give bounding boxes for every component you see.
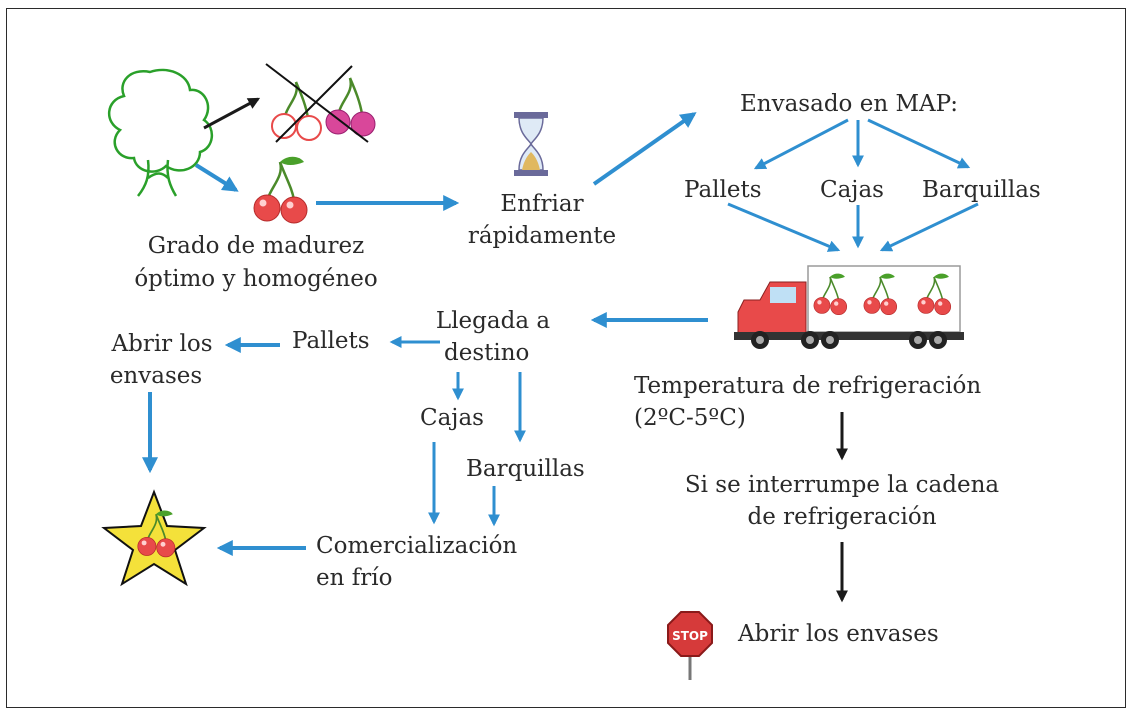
- label-temperatura: Temperatura de refrigeración: [634, 373, 982, 399]
- label-comercializacion: Comercialización: [316, 533, 518, 559]
- stop-sign-icon: STOP: [667, 611, 713, 680]
- label-cajas-top: Cajas: [820, 177, 884, 203]
- label-enfriar-2: rápidamente: [467, 223, 617, 249]
- diagram-frame: [6, 8, 1126, 708]
- label-llegada: Llegada a: [435, 308, 551, 334]
- label-cajas-mid: Cajas: [420, 405, 484, 431]
- label-grado-2: óptimo y homogéneo: [134, 266, 378, 292]
- label-barquillas-mid: Barquillas: [466, 456, 585, 482]
- label-barquillas-top: Barquillas: [922, 177, 1041, 203]
- label-comercializacion-2: en frío: [316, 565, 393, 591]
- tree-icon: [108, 68, 213, 197]
- crossed-cherries-icon: [265, 63, 376, 143]
- label-pallets-left: Pallets: [292, 328, 370, 354]
- label-llegada-2: destino: [444, 340, 530, 366]
- label-abrir-left: Abrir los: [111, 331, 213, 357]
- label-abrir-left-2: envases: [109, 363, 203, 389]
- cherries-icon: [252, 155, 309, 225]
- blue-arrows: [142, 112, 979, 556]
- star-cherries-icon: [101, 489, 207, 587]
- label-abrir-right: Abrir los envases: [738, 621, 939, 647]
- label-enfriar: Enfriar: [500, 191, 584, 217]
- label-temperatura-2: (2ºC-5ºC): [634, 405, 746, 431]
- hourglass-icon: [514, 112, 548, 176]
- truck-icon: [734, 265, 964, 349]
- label-grado: Grado de madurez: [147, 233, 365, 259]
- label-interrumpe-2: de refrigeración: [747, 504, 937, 530]
- label-interrumpe: Si se interrumpe la cadena: [684, 472, 1000, 498]
- black-arrows: [203, 97, 848, 603]
- stop-sign-text: STOP: [672, 629, 708, 643]
- label-envasado: Envasado en MAP:: [740, 91, 959, 117]
- label-pallets-top: Pallets: [684, 177, 762, 203]
